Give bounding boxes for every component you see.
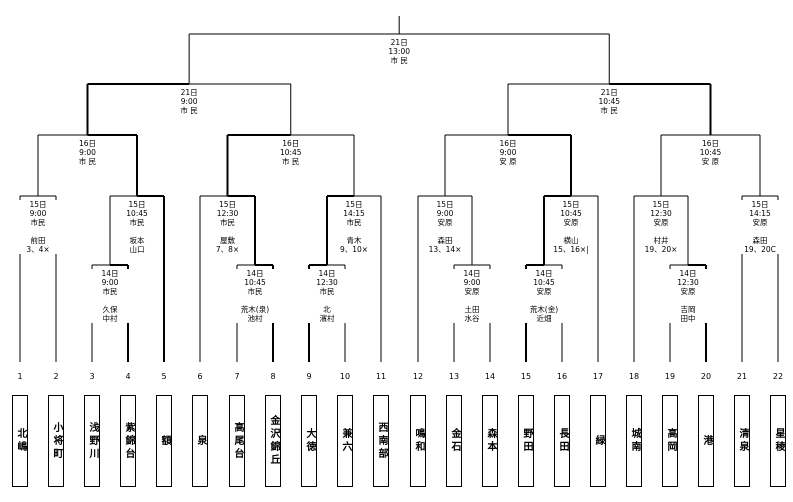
match-label: 15日 12:30 市民 屋敷 7、8× xyxy=(203,200,252,254)
team-number: 1 xyxy=(17,372,23,381)
team-box: 額 xyxy=(156,395,172,487)
team-box: 紫錦台 xyxy=(120,395,136,487)
match-label: 14日 12:30 市民 北 濱村 xyxy=(303,269,351,323)
team-name: 鳴和 xyxy=(413,428,424,454)
team-name: 緑 xyxy=(593,434,604,448)
match-label: 21日 10:45 市 民 xyxy=(585,88,634,115)
team-number: 16 xyxy=(556,372,568,381)
team-name: 高尾台 xyxy=(232,421,243,461)
team-number: 7 xyxy=(234,372,240,381)
match-label: 15日 12:30 安原 村井 19、20× xyxy=(637,200,685,254)
team-name: 紫錦台 xyxy=(123,421,134,461)
team-box: 緑 xyxy=(590,395,606,487)
match-label: 14日 10:45 市民 荒木(泉) 池村 xyxy=(231,269,279,323)
match-label: 15日 14:15 市民 青木 9、10× xyxy=(330,200,378,254)
match-label: 16日 10:45 安 原 xyxy=(686,139,735,166)
team-number: 12 xyxy=(412,372,424,381)
team-number: 8 xyxy=(270,372,276,381)
team-name: 金沢錦丘 xyxy=(268,415,279,467)
team-number: 11 xyxy=(375,372,387,381)
team-name: 城南 xyxy=(629,428,640,454)
team-name: 清泉 xyxy=(737,428,748,454)
match-label: 16日 9:00 市 民 xyxy=(63,139,112,166)
team-number: 3 xyxy=(89,372,95,381)
team-number: 20 xyxy=(700,372,712,381)
team-box: 金沢錦丘 xyxy=(265,395,281,487)
team-name: 森本 xyxy=(485,428,496,454)
match-label: 14日 12:30 安原 吉岡 田中 xyxy=(664,269,712,323)
match-label: 15日 10:45 市民 坂本 山口 xyxy=(113,200,161,254)
team-number: 22 xyxy=(772,372,784,381)
team-box: 小将町 xyxy=(48,395,64,487)
team-box: 大徳 xyxy=(301,395,317,487)
match-label: 15日 14:15 安原 森田 19、20C xyxy=(736,200,784,254)
match-label: 21日 13:00 市 民 xyxy=(375,38,424,65)
team-box: 北嶋 xyxy=(12,395,28,487)
match-label: 15日 10:45 安原 横山 15、16×| xyxy=(547,200,595,254)
team-number: 9 xyxy=(306,372,312,381)
team-number: 5 xyxy=(161,372,167,381)
team-box: 浅野川 xyxy=(84,395,100,487)
team-name: 長田 xyxy=(557,428,568,454)
team-number: 21 xyxy=(736,372,748,381)
match-label: 16日 9:00 安 原 xyxy=(484,139,532,166)
match-label: 15日 9:00 安原 森田 13、14× xyxy=(421,200,469,254)
match-label: 16日 10:45 市 民 xyxy=(266,139,315,166)
team-number: 17 xyxy=(592,372,604,381)
team-box: 城南 xyxy=(626,395,642,487)
team-number: 18 xyxy=(628,372,640,381)
team-number: 4 xyxy=(125,372,131,381)
match-label: 14日 9:00 安原 土田 水谷 xyxy=(448,269,496,323)
team-box: 野田 xyxy=(518,395,534,487)
team-name: 泉 xyxy=(195,434,206,448)
team-name: 西南部 xyxy=(376,421,387,461)
team-box: 泉 xyxy=(192,395,208,487)
team-name: 野田 xyxy=(521,428,532,454)
match-label: 14日 9:00 市民 久保 中村 xyxy=(86,269,134,323)
team-name: 金石 xyxy=(449,428,460,454)
team-box: 金石 xyxy=(446,395,462,487)
team-number: 2 xyxy=(53,372,59,381)
team-number: 15 xyxy=(520,372,532,381)
team-name: 小将町 xyxy=(51,421,62,461)
team-box: 高尾台 xyxy=(229,395,245,487)
team-name: 港 xyxy=(701,434,712,448)
team-box: 森本 xyxy=(482,395,498,487)
team-name: 兼六 xyxy=(340,428,351,454)
team-box: 長田 xyxy=(554,395,570,487)
team-name: 高岡 xyxy=(665,428,676,454)
team-number: 10 xyxy=(339,372,351,381)
team-name: 浅野川 xyxy=(87,421,98,461)
team-box: 清泉 xyxy=(734,395,750,487)
team-number: 13 xyxy=(448,372,460,381)
team-number: 19 xyxy=(664,372,676,381)
team-box: 鳴和 xyxy=(410,395,426,487)
team-box: 星稜 xyxy=(770,395,786,487)
match-label: 15日 9:00 市民 前田 3、4× xyxy=(14,200,62,254)
match-label: 21日 9:00 市 民 xyxy=(165,88,214,115)
team-box: 兼六 xyxy=(337,395,353,487)
team-box: 高岡 xyxy=(662,395,678,487)
team-name: 額 xyxy=(159,434,170,448)
team-name: 星稜 xyxy=(773,428,784,454)
team-name: 北嶋 xyxy=(15,428,26,454)
team-number: 6 xyxy=(197,372,203,381)
match-label: 14日 10:45 安原 荒木(金) 近畑 xyxy=(520,269,568,323)
team-name: 大徳 xyxy=(304,428,315,454)
team-box: 西南部 xyxy=(373,395,389,487)
team-number: 14 xyxy=(484,372,496,381)
team-box: 港 xyxy=(698,395,714,487)
